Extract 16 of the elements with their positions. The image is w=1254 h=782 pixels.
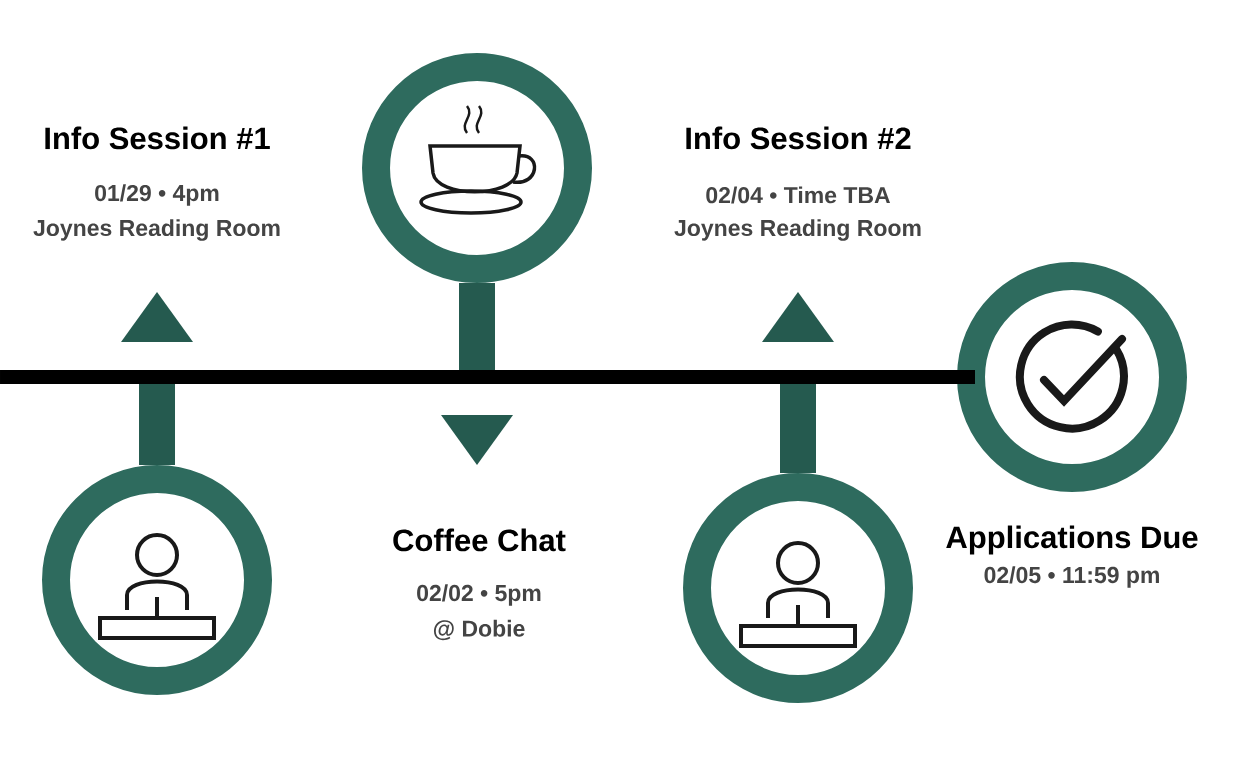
icon-circle [683, 473, 913, 703]
event-detail: 02/04 • Time TBA [706, 186, 891, 204]
event-title: Info Session #1 [45, 126, 270, 150]
event-detail: 02/02 • 5pm [417, 584, 541, 606]
event-title: Coffee Chat [393, 528, 566, 552]
timeline-bar [0, 370, 975, 384]
icon-circle [957, 262, 1187, 492]
event-detail: @ Dobie [433, 619, 525, 641]
icon-circle [362, 53, 592, 283]
event-detail: Joynes Reading Room [33, 219, 280, 241]
icon-circle [42, 465, 272, 695]
event-title: Applications Due [946, 525, 1198, 555]
event-title: Info Session #2 [686, 126, 911, 150]
event-detail: 02/05 • 11:59 pm [984, 566, 1159, 588]
event-detail: Joynes Reading Room [674, 219, 921, 241]
event-detail: 01/29 • 4pm [95, 184, 219, 206]
